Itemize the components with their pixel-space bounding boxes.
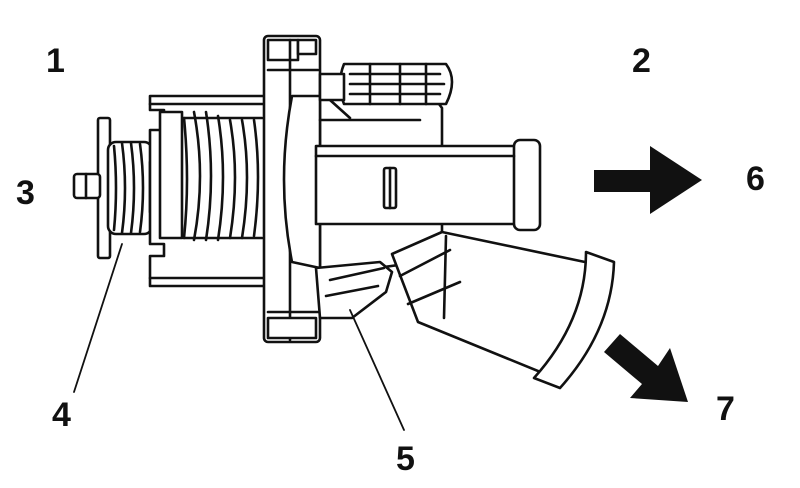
callout-2: 2	[632, 42, 651, 80]
valve-disc	[72, 116, 112, 260]
callout-1: 1	[46, 42, 65, 80]
thermostat-spring	[182, 110, 264, 242]
leader-line-5	[349, 309, 405, 431]
wax-element-bellows	[106, 140, 170, 236]
outlet-pipe-straight	[314, 138, 542, 232]
callout-5: 5	[396, 440, 415, 478]
leader-lines	[73, 243, 405, 431]
arrow-right-icon	[594, 146, 702, 214]
callout-6: 6	[746, 160, 765, 198]
arrow-down-right-icon	[604, 334, 688, 402]
leader-line-4	[73, 243, 123, 393]
callout-4: 4	[52, 396, 71, 434]
sensor-connector	[318, 62, 454, 106]
callout-3: 3	[16, 174, 35, 212]
callout-7: 7	[716, 390, 735, 428]
outlet-pipe-angled	[390, 230, 616, 390]
seal-gasket	[314, 260, 394, 320]
